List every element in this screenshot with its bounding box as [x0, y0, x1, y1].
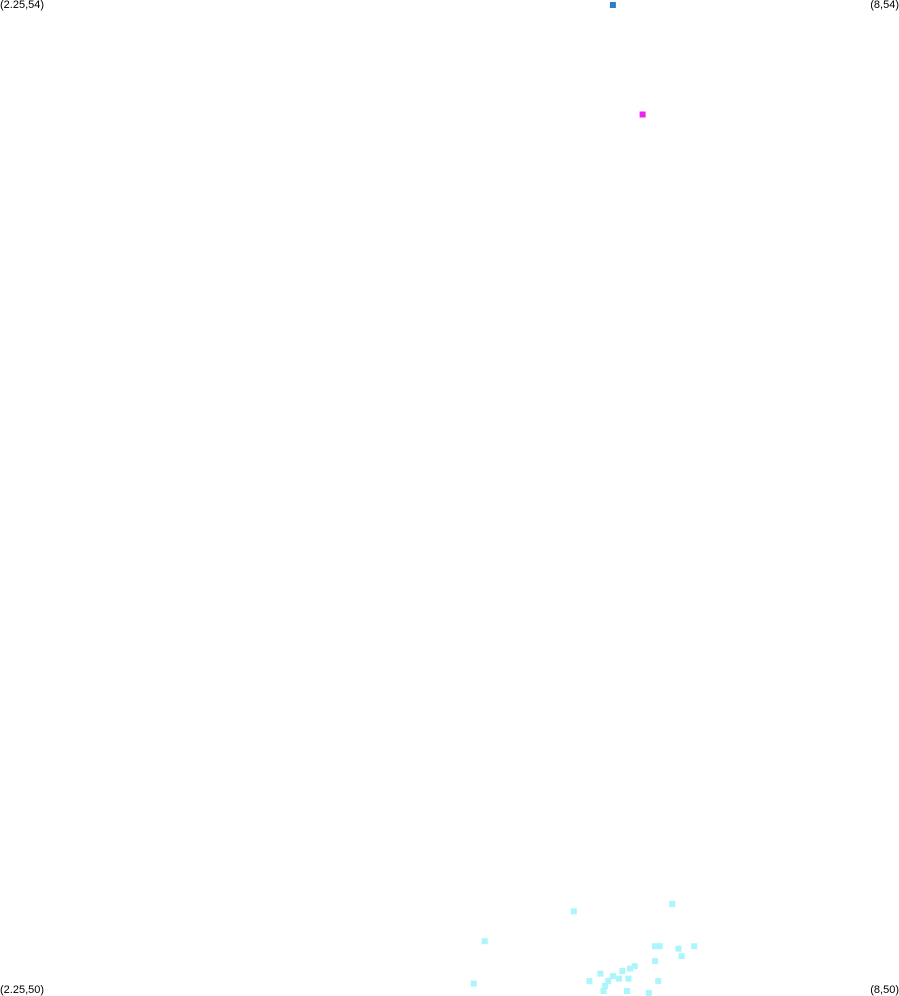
- data-point-series-2-23: [645, 990, 652, 996]
- data-point-series-0-0: [609, 2, 616, 8]
- data-point-series-2-8: [652, 958, 659, 965]
- data-point-series-2-21: [600, 988, 607, 994]
- data-point-series-2-13: [609, 973, 616, 980]
- data-point-series-2-20: [602, 983, 609, 989]
- data-point-series-2-14: [616, 975, 623, 982]
- data-point-series-2-10: [627, 965, 634, 972]
- data-point-series-2-12: [597, 970, 604, 977]
- data-point-series-2-6: [691, 943, 698, 950]
- data-point-series-2-5: [675, 945, 682, 952]
- data-point-series-2-2: [481, 938, 488, 945]
- corner-label-top-left: (2.25,54): [0, 0, 45, 11]
- data-point-series-2-22: [624, 988, 630, 994]
- data-point-series-2-1: [570, 908, 577, 915]
- data-point-series-2-11: [619, 968, 626, 975]
- data-point-series-2-4: [656, 943, 663, 950]
- data-point-series-2-16: [655, 978, 662, 985]
- data-point-series-2-15: [625, 975, 632, 982]
- data-point-series-2-3: [652, 943, 659, 950]
- corner-label-top-right: (8,54): [870, 0, 899, 11]
- points-layer: [470, 2, 698, 996]
- data-point-series-2-18: [586, 978, 593, 985]
- corner-label-bottom-left: (2.25,50): [0, 984, 45, 996]
- data-point-series-2-19: [470, 980, 477, 987]
- data-point-series-2-9: [631, 963, 638, 970]
- data-point-series-2-7: [678, 953, 685, 960]
- data-point-series-1-0: [639, 111, 646, 118]
- corner-label-bottom-right: (8,50): [870, 984, 899, 996]
- data-point-series-2-17: [605, 978, 612, 985]
- data-point-series-2-0: [669, 900, 676, 907]
